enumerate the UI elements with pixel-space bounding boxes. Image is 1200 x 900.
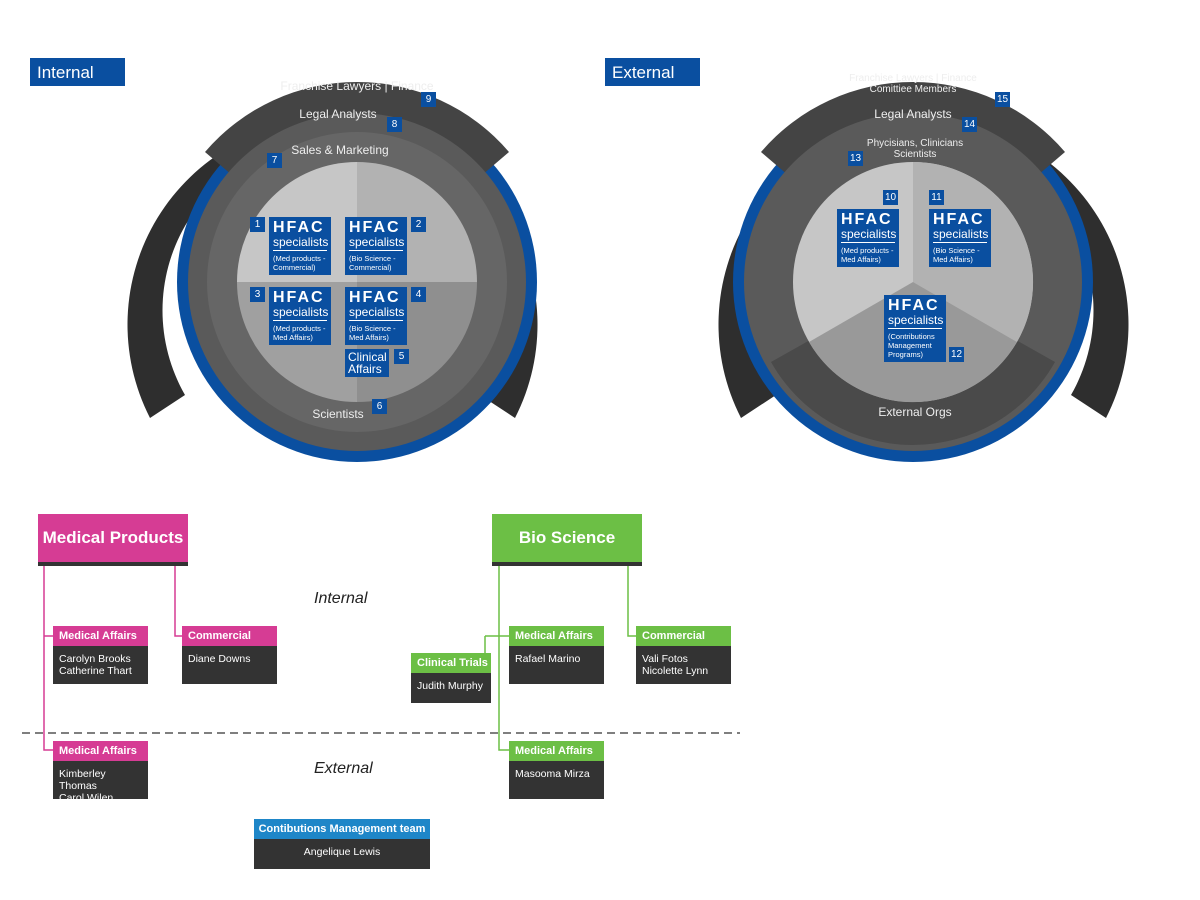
ring-label-scientists: Scientists <box>312 407 364 421</box>
badge-4: 4 <box>411 287 426 302</box>
internal-section-label: Internal <box>314 590 368 607</box>
badge-1: 1 <box>250 217 265 232</box>
org-connectors <box>22 562 740 751</box>
badge-10: 10 <box>883 190 898 205</box>
internal-title: Internal <box>30 58 125 86</box>
badge-15: 15 <box>995 92 1010 107</box>
badge-5: 5 <box>394 349 409 364</box>
ring-label-legal-ext: Legal Analysts <box>874 107 952 121</box>
badge-11: 11 <box>929 190 944 205</box>
badge-13: 13 <box>848 151 863 166</box>
badge-2: 2 <box>411 217 426 232</box>
ring-label-sales: Sales & Marketing <box>291 143 389 157</box>
medical-products-header: Medical Products <box>38 514 188 566</box>
ring-label-franchise: Franchise Lawyers | Finance <box>280 79 434 93</box>
clinical-affairs-box: Clinical Affairs <box>345 349 389 377</box>
external-title: External <box>605 58 700 86</box>
external-circle <box>718 81 1129 462</box>
ring-label-legal: Legal Analysts <box>299 107 377 121</box>
badge-8: 8 <box>387 117 402 132</box>
external-section-label: External <box>314 760 373 777</box>
badge-14: 14 <box>962 117 977 132</box>
badge-7: 7 <box>267 153 282 168</box>
badge-9: 9 <box>421 92 436 107</box>
bio-science-header: Bio Science <box>492 514 642 566</box>
badge-12: 12 <box>949 347 964 362</box>
badge-3: 3 <box>250 287 265 302</box>
badge-6: 6 <box>372 399 387 414</box>
internal-circle <box>127 81 538 462</box>
ring-label-external-orgs: External Orgs <box>878 405 952 419</box>
